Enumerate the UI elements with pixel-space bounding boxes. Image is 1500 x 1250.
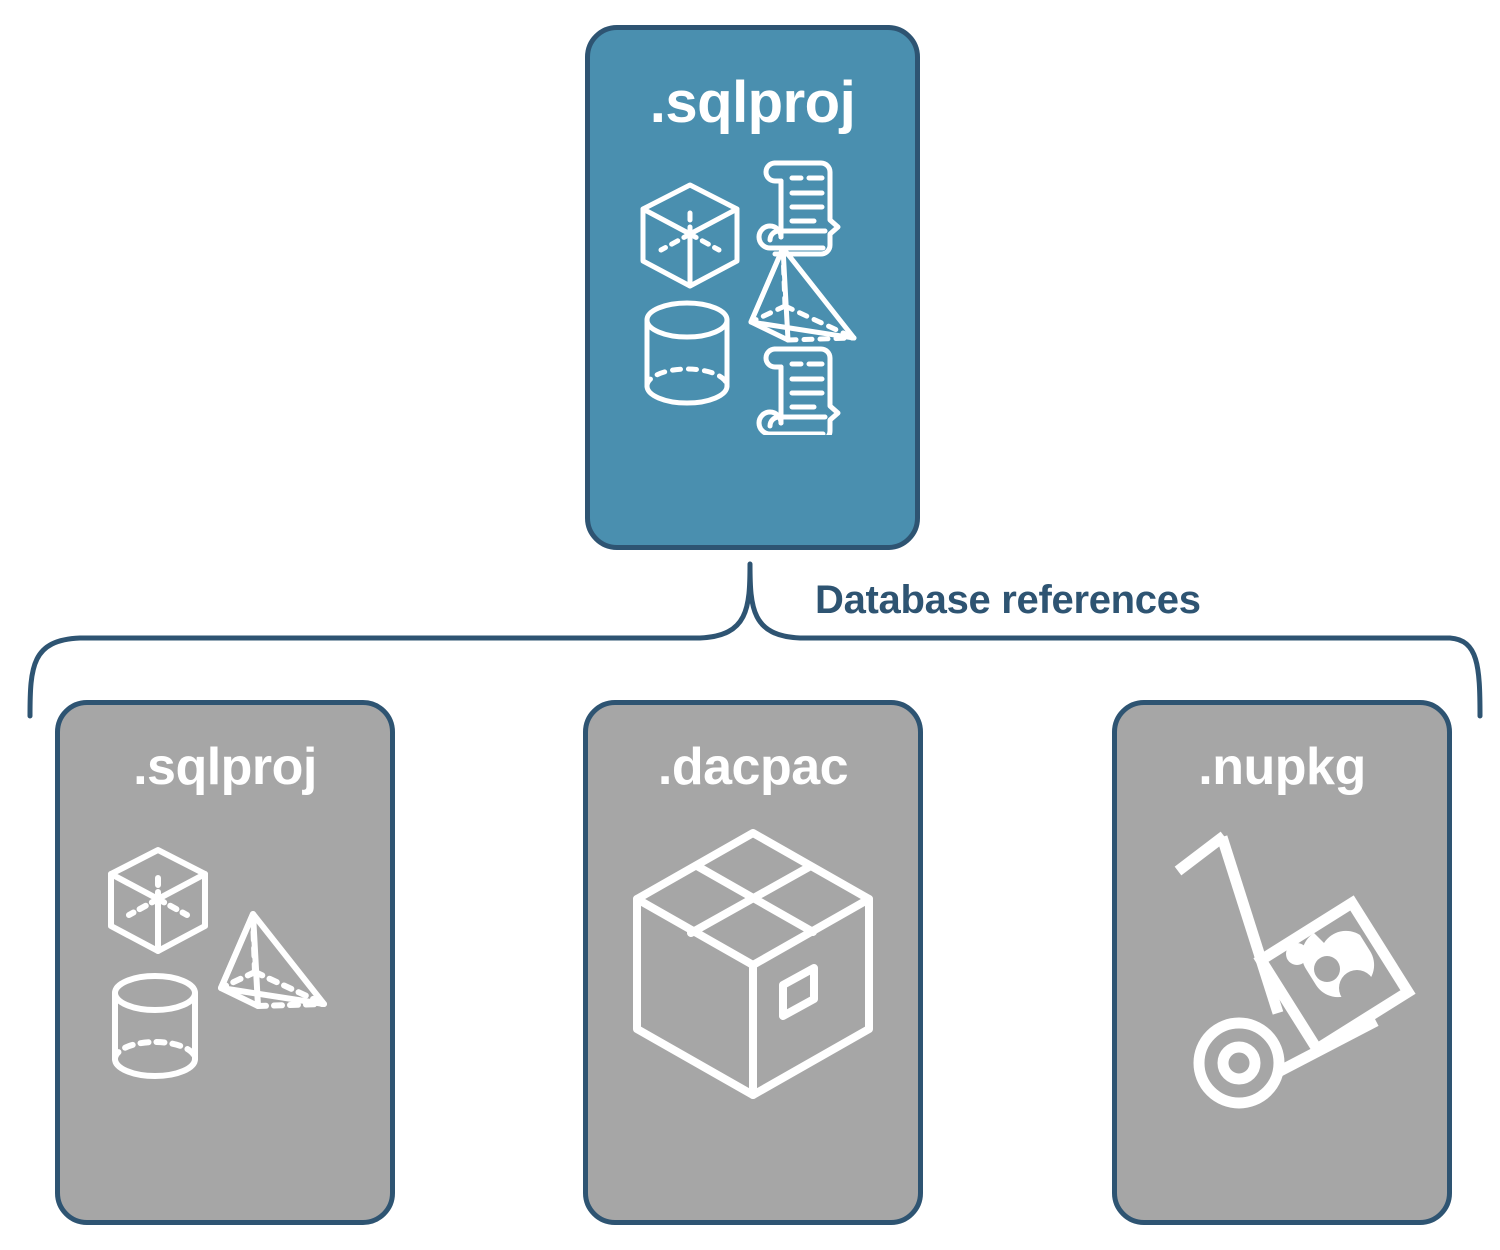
node-root-label: .sqlproj — [649, 70, 856, 135]
cylinder-icon — [112, 973, 198, 1079]
nuget-logo-dots — [1314, 956, 1375, 1006]
pyramid-icon — [748, 245, 857, 343]
cube-icon — [108, 847, 208, 954]
cylinder-icon — [644, 300, 730, 406]
hand-truck-icon — [1174, 831, 1379, 1109]
scroll-icon — [756, 160, 841, 257]
connector-label: Database references — [815, 578, 1201, 622]
nuget-package-icon — [1142, 819, 1422, 1109]
node-child-nupkg[interactable]: .nupkg — [1112, 700, 1452, 1225]
shipping-box-icon — [613, 819, 893, 1109]
node-child-dacpac[interactable]: .dacpac — [583, 700, 923, 1225]
node-root-sqlproj[interactable]: .sqlproj — [585, 25, 920, 550]
database-objects-icon — [635, 150, 870, 435]
node-child-label: .dacpac — [657, 738, 849, 796]
scroll-icon — [756, 346, 841, 435]
pyramid-icon — [218, 911, 327, 1009]
node-child-sqlproj[interactable]: .sqlproj — [55, 700, 395, 1225]
box-icon — [633, 829, 873, 1099]
node-child-label: .nupkg — [1198, 738, 1366, 796]
cube-icon — [640, 182, 740, 289]
database-objects-icon — [85, 819, 365, 1109]
node-child-label: .sqlproj — [133, 738, 317, 796]
package-box-icon — [1253, 895, 1416, 1057]
